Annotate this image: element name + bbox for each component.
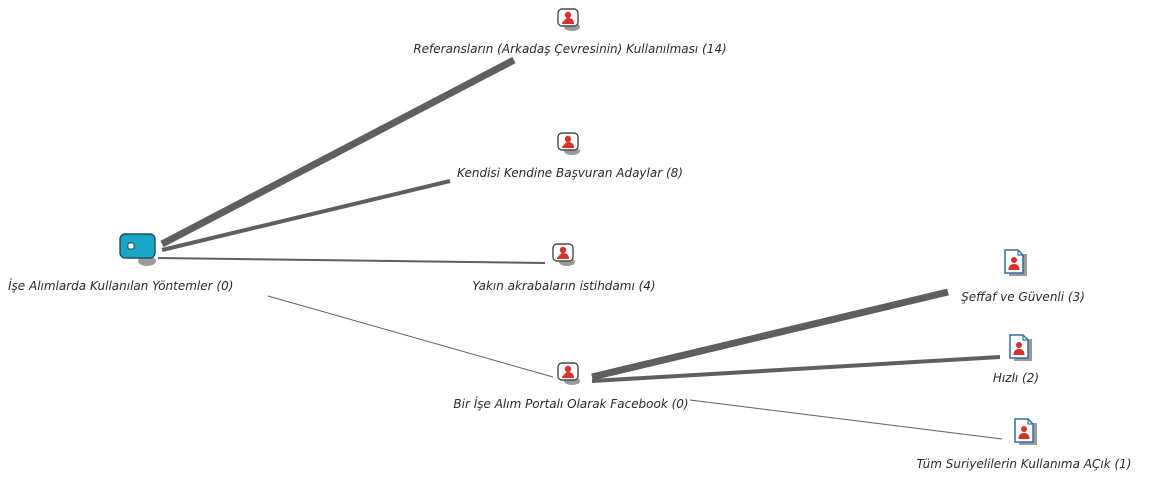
node-label: İşe Alımlarda Kullanılan Yöntemler (0) bbox=[8, 278, 233, 293]
edge-root-facebook bbox=[267, 295, 554, 378]
node-referans[interactable]: Referansların (Arkadaş Çevresinin) Kulla… bbox=[413, 8, 727, 56]
node-yakin[interactable]: Yakın akrabaların istihdamı (4) bbox=[472, 243, 656, 293]
node-label: Şeffaf ve Güvenli (3) bbox=[961, 290, 1085, 304]
node-kendisi[interactable]: Kendisi Kendine Başvuran Adaylar (8) bbox=[457, 132, 683, 180]
node-label: Kendisi Kendine Başvuran Adaylar (8) bbox=[457, 166, 683, 180]
person-document-icon bbox=[1004, 249, 1028, 277]
edge-root-referans bbox=[160, 56, 516, 248]
person-badge-icon bbox=[557, 362, 581, 386]
node-tum[interactable]: Tüm Suriyelilerin Kullanıma AÇık (1) bbox=[917, 418, 1132, 471]
node-root[interactable]: İşe Alımlarda Kullanılan Yöntemler (0) bbox=[8, 233, 233, 293]
person-badge-icon bbox=[557, 132, 581, 156]
node-facebook[interactable]: Bir İşe Alım Portalı Olarak Facebook (0) bbox=[453, 362, 689, 411]
person-badge-icon bbox=[552, 243, 576, 267]
node-label: Tüm Suriyelilerin Kullanıma AÇık (1) bbox=[917, 457, 1132, 471]
person-document-icon bbox=[1014, 418, 1038, 446]
node-seffaf[interactable]: Şeffaf ve Güvenli (3) bbox=[961, 249, 1085, 304]
edge-root-kendisi bbox=[161, 179, 451, 252]
person-document-icon bbox=[1009, 334, 1033, 362]
node-label: Referansların (Arkadaş Çevresinin) Kulla… bbox=[413, 42, 726, 56]
person-badge-icon bbox=[557, 8, 581, 32]
edge-facebook-hizli bbox=[591, 355, 1001, 383]
edge-facebook-tum bbox=[689, 399, 1003, 440]
tag-icon bbox=[119, 233, 156, 266]
node-label: Yakın akrabaların istihdamı (4) bbox=[472, 279, 655, 293]
edge-root-yakin bbox=[157, 257, 546, 264]
edge-facebook-seffaf bbox=[591, 288, 949, 381]
node-label: Bir İşe Alım Portalı Olarak Facebook (0) bbox=[453, 396, 688, 411]
node-label: Hızlı (2) bbox=[993, 371, 1039, 385]
node-hizli[interactable]: Hızlı (2) bbox=[993, 334, 1039, 385]
edges bbox=[157, 56, 1003, 440]
